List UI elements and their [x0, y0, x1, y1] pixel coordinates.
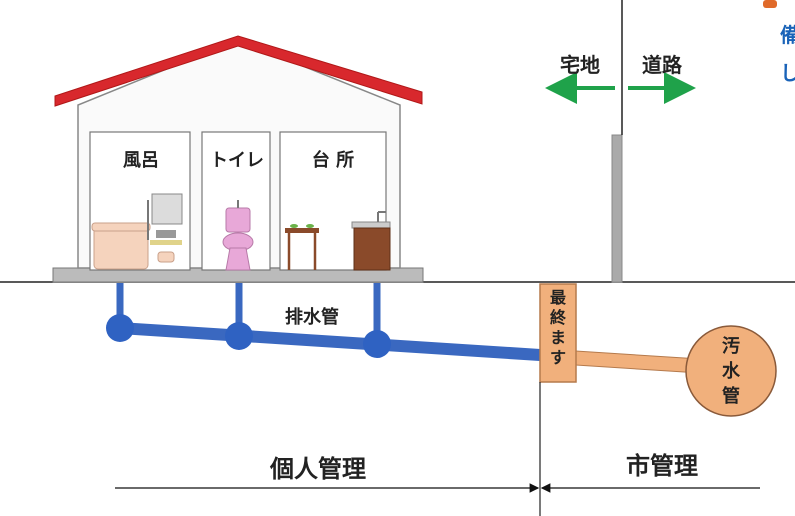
partial-text-1: 備 — [780, 23, 795, 47]
drain-pipe-label: 排水管 — [285, 306, 339, 328]
basin-char-1: 最 — [550, 288, 567, 307]
private-management-label: 個人管理 — [269, 455, 366, 483]
kitchen-sink-icon — [351, 211, 391, 271]
room-label-kitchen: 台 所 — [312, 149, 354, 171]
toilet-icon — [222, 200, 254, 271]
room-label-toilet: トイレ — [210, 150, 264, 171]
boundary-post — [611, 134, 623, 283]
partial-text-2: し — [780, 61, 795, 85]
bathtub-icon — [91, 222, 151, 270]
drain-pipes — [106, 283, 541, 361]
boundary-label-right: 道路 — [642, 53, 683, 77]
sewer-main — [685, 325, 777, 417]
room-label-bath: 風呂 — [123, 150, 159, 171]
roof — [54, 35, 423, 107]
table-icon — [285, 224, 319, 270]
boundary-label-left: 宅地 — [560, 53, 600, 77]
sewer-char-3: 管 — [722, 385, 740, 407]
basin-char-4: す — [550, 348, 566, 367]
water-heater-icon — [147, 193, 183, 263]
character-icon — [763, 0, 777, 8]
sewer-connection-pipe — [559, 350, 701, 373]
final-basin — [539, 283, 577, 383]
sewer-char-1: 汚 — [722, 336, 740, 357]
basin-char-3: ま — [550, 328, 566, 347]
basin-char-2: 終 — [550, 308, 567, 327]
sewer-char-2: 水 — [722, 360, 741, 382]
city-management-label: 市管理 — [626, 452, 698, 480]
